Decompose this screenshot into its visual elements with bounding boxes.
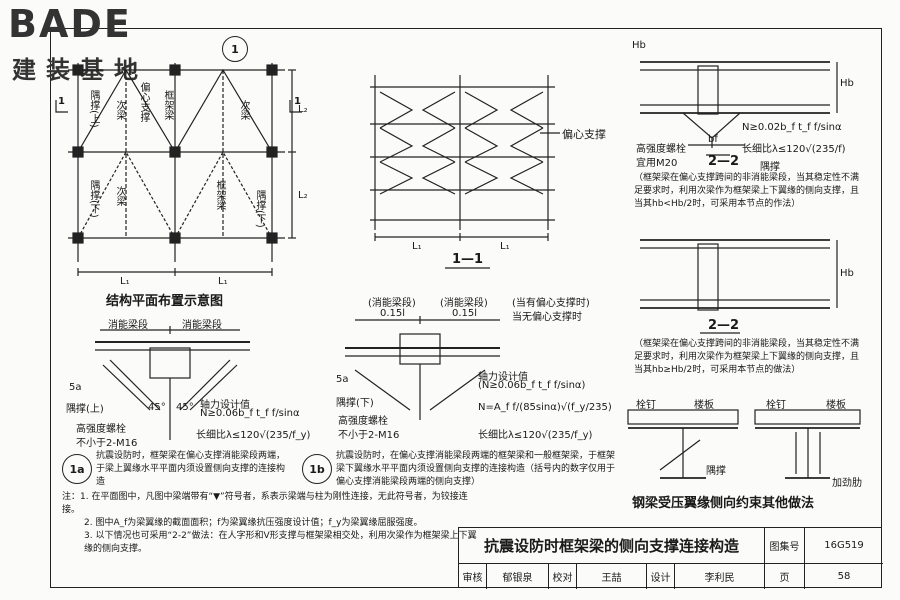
plan-dim-l2-a: L₂: [298, 104, 308, 115]
plan-dim-l1-a: L₁: [120, 276, 130, 287]
section-2-2-lower: [640, 239, 838, 334]
section11-dim-b: L₁: [500, 241, 510, 252]
plan-grid: [55, 63, 302, 276]
detail1b-slender: 长细比λ≤120√(235/f_y): [478, 430, 593, 441]
section22a-slender: 长细比λ≤120√(235/f): [742, 144, 846, 155]
detail1a-desc: 抗震设防时，框架梁在偏心支撑消能梁段两端，于梁上翼缘水平平面内须设置侧向支撑的连…: [96, 451, 286, 487]
section11-caption: 1—1: [452, 252, 484, 267]
plan-cell-eccentric: 偏心支撑: [138, 82, 149, 122]
plan-cell-secondary: 次梁: [114, 100, 125, 120]
note-3: 3. 以下情况也可采用“2-2”做法：在人字形和V形支撑与框架梁相交处，利用次梁…: [84, 531, 477, 554]
section22b-desc: （框架梁在偏心支撑跨间的非消能梁段，当其稳定性不满足要求时，利用次梁作为框架梁上…: [634, 339, 860, 375]
detail1a-slender: 长细比λ≤120√(235/f_y): [196, 430, 311, 441]
detail-1a: [95, 326, 250, 440]
section22b-hb: Hb: [840, 268, 854, 279]
section22b-caption: 2—2: [708, 318, 740, 333]
section22a-hb: Hb: [632, 40, 646, 51]
plan-dim-l2-b: L₂: [298, 190, 308, 201]
note-2: 2. 图中A_f为梁翼缘的截面面积；f为梁翼缘抗压强度设计值；f_y为梁翼缘屈服…: [84, 518, 423, 528]
plan-cell-brace-down: 隅撑(下): [88, 180, 99, 218]
plan-cell-frame-2: 框架梁: [214, 180, 225, 210]
plan-cell-secondary-3: 次梁: [238, 100, 249, 120]
section22a-caption: 2—2: [708, 154, 740, 169]
detail1b-brace: 隅撑(下): [336, 398, 374, 409]
steel-slab-2: 楼板: [826, 400, 846, 411]
detail1b-dim-c: (当有偏心支撑时): [512, 298, 590, 309]
notes: 注：1. 在平面图中，凡图中梁端带有“▼”符号者，系表示梁端与柱为刚性连接，无此…: [62, 491, 482, 556]
section22a-bf: bf: [708, 134, 718, 145]
section-mark-left: 1: [58, 96, 65, 107]
logo: BADE 建装基地: [6, 2, 181, 84]
detail1b-bolt2: 不小于2-M16: [338, 430, 400, 441]
atlas-label: 图集号: [765, 528, 805, 564]
designer: 李利民: [675, 564, 765, 589]
detail1a-formula: N≥0.06b_f t_f f/sinα: [200, 408, 300, 419]
section-1-1: [370, 75, 560, 269]
detail1a-mark: 5a: [69, 382, 82, 393]
detail-tag-1: 1: [222, 36, 248, 62]
plan-dim-l1-b: L₁: [218, 276, 228, 287]
steel-stud-2: 栓钉: [766, 400, 786, 411]
section22a-hb-right: Hb: [840, 78, 854, 89]
section22a-bolt: 高强度螺栓: [636, 144, 686, 155]
steel-brace: 隅撑: [706, 466, 726, 477]
detail1b-dim-d: 当无偏心支撑时: [512, 312, 582, 323]
detail1a-brace: 隅撑(上): [66, 404, 104, 415]
section22a-desc: （框架梁在偏心支撑跨间的非消能梁段，当其稳定性不满足要求时，利用次梁作为框架梁上…: [634, 173, 860, 209]
detail1a-bolt2: 不小于2-M16: [76, 438, 138, 449]
detail1a-top-label-b: 消能梁段: [182, 320, 222, 331]
plan-cell-brace-up: 隅撑(上): [88, 90, 99, 128]
section-mark-right: 1: [294, 96, 301, 107]
note-1: 注：1. 在平面图中，凡图中梁端带有“▼”符号者，系表示梁端与柱为刚性连接，无此…: [62, 492, 468, 515]
detail1a-angle-a: 45°: [148, 402, 166, 413]
detail1b-mark: 5a: [336, 374, 349, 385]
steel-slab-1: 楼板: [694, 400, 714, 411]
steel-stud-1: 栓钉: [636, 400, 656, 411]
check-label: 校对: [549, 564, 577, 589]
plan-caption: 结构平面布置示意图: [106, 294, 224, 309]
detail1b-dim-b: (消能梁段): [440, 298, 488, 309]
detail1a-top-label-a: 消能梁段: [108, 320, 148, 331]
section22a-brace: 隅撑: [760, 162, 780, 173]
plan-cell-frame: 框架梁: [162, 90, 173, 120]
design-label: 设计: [647, 564, 675, 589]
checker: 王喆: [577, 564, 647, 589]
detail1b-len-b: 0.15l: [452, 308, 478, 319]
detail1b-formula: (N≥0.06b_f t_f f/sinα): [478, 380, 586, 391]
detail1a-axial: 轴力设计值: [200, 400, 250, 411]
section-2-2-upper: [640, 61, 838, 156]
atlas-no: 16G519: [805, 528, 883, 564]
detail1a-angle-b: 45°: [176, 402, 194, 413]
drawing-frame: [50, 28, 882, 588]
steel-stiffener: 加劲肋: [832, 478, 862, 489]
page-label: 页: [765, 564, 805, 589]
reviewer: 郁银泉: [487, 564, 549, 589]
detail1b-desc: 抗震设防时，在偏心支撑消能梁段两端的框架梁和一般框架梁，于框架梁下翼缘水平平面内…: [336, 451, 616, 487]
detail1a-tag: 1a: [62, 454, 92, 484]
detail1b-tag: 1b: [302, 454, 332, 484]
detail1b-bolt: 高强度螺栓: [338, 416, 388, 427]
detail1b-len-a: 0.15l: [380, 308, 406, 319]
detail1a-bolt: 高强度螺栓: [76, 424, 126, 435]
logo-latin: BADE: [8, 2, 132, 46]
section22a-formula: N≥0.02b_f t_f f/sinα: [742, 122, 842, 133]
plan-cell-brace-down-2: 隅撑(下): [254, 190, 265, 228]
steel-beam-details: [627, 409, 861, 479]
section11-dim-a: L₁: [412, 241, 422, 252]
section22a-bolt2: 宜用M20: [636, 158, 678, 169]
detail1b-dim-a: (消能梁段): [368, 298, 416, 309]
detail1b-formula2: N=A_f f/(85sinα)√(f_y/235): [478, 402, 612, 413]
review-label: 审核: [459, 564, 487, 589]
plan-cell-secondary-2: 次梁: [114, 186, 125, 206]
detail-1b: [345, 316, 500, 420]
section11-label: 偏心支撑: [562, 128, 606, 141]
title-block: 抗震设防时框架梁的侧向支撑连接构造 图集号 16G519 审核 郁银泉 校对 王…: [458, 527, 883, 589]
page-no: 58: [837, 571, 851, 582]
steel-caption: 钢梁受压翼缘侧向约束其他做法: [632, 496, 815, 511]
detail1b-axial: 轴力设计值: [478, 372, 528, 383]
drawing-title: 抗震设防时框架梁的侧向支撑连接构造: [459, 528, 765, 564]
